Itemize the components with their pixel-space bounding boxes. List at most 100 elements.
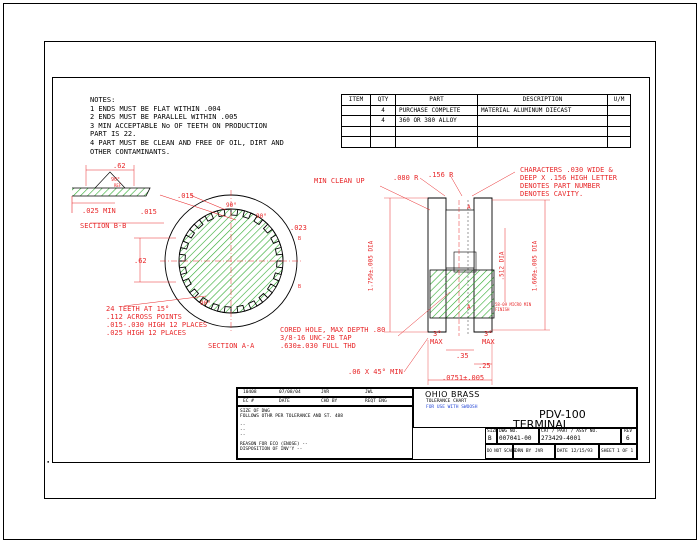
page-border bbox=[3, 3, 697, 540]
note-line: 3 MIN ACCEPTABLE No OF TEETH ON PRODUCTI… bbox=[90, 121, 268, 130]
marker-b-bottom: B bbox=[298, 284, 302, 290]
eco-notes-box bbox=[237, 406, 413, 459]
dia-1660: 1.660±.005 DIA bbox=[531, 240, 539, 292]
drn-label: DRN BY bbox=[515, 449, 532, 454]
max-left-angle: 3° bbox=[433, 330, 442, 338]
characters-note-line: CHARACTERS .030 WIDE & bbox=[520, 166, 613, 174]
dwg-no-value: 007041-00 bbox=[499, 435, 532, 442]
bill-of-materials-table: ITEM QTY PART DESCRIPTION U/M 4 PURCHASE… bbox=[341, 94, 631, 148]
dim-62-large: .62 bbox=[134, 257, 147, 265]
note-line: 2 ENDS MUST BE PARALLEL WITHIN .005 bbox=[90, 113, 238, 122]
dim-35: .35 bbox=[456, 352, 469, 360]
part-name-1: PDV-100 bbox=[539, 408, 586, 421]
ref-label: REF bbox=[114, 183, 122, 188]
rev-header-row bbox=[237, 397, 413, 406]
rev-cell bbox=[621, 428, 637, 444]
drn-cell bbox=[513, 444, 555, 459]
angle-90-small: 90° bbox=[111, 177, 121, 183]
teeth-note-line: .025 HIGH 12 PLACES bbox=[106, 329, 187, 337]
cat-value: 273429-4001 bbox=[541, 435, 581, 442]
notes-title: NOTES: bbox=[90, 96, 116, 104]
rev-header-eng: REQT ENG bbox=[365, 399, 387, 404]
note-line: 4 PART MUST BE CLEAN AND FREE OF OIL, DI… bbox=[90, 138, 284, 147]
angle-90-right: 90° bbox=[256, 213, 267, 220]
marker-a-top: A bbox=[467, 204, 471, 211]
cat-cell bbox=[539, 428, 621, 444]
angle-90-top: 90° bbox=[226, 202, 237, 209]
notes-block: NOTES: 1 ENDS MUST BE FLAT WITHIN .004 2… bbox=[90, 96, 284, 156]
finish-note: 58-09 MICRO MIN FINISH bbox=[495, 302, 532, 312]
dim-156r: .156 R bbox=[428, 171, 454, 179]
table-row bbox=[341, 125, 631, 137]
eco-notes: SIZE OF DWG FOLLOWS OTHR PER TOLERANCE A… bbox=[240, 409, 343, 452]
rev-header-chd: CHD BY bbox=[321, 399, 338, 404]
dim-25: .25 bbox=[478, 362, 491, 370]
blue-note: FOR USE WITH SWOOSH bbox=[426, 405, 478, 410]
rev-value: 6 bbox=[626, 435, 630, 442]
date-label: DATE bbox=[557, 449, 568, 454]
marker-b-top: B bbox=[298, 236, 302, 242]
chamfer-note: .06 X 45° MIN bbox=[348, 368, 403, 376]
teeth-note-line: 24 TEETH AT 15° bbox=[106, 305, 170, 313]
cored-hole-line: .630±.030 FULL THD bbox=[280, 342, 356, 350]
dim-0751: .0751±.005 bbox=[442, 374, 485, 382]
rev-row bbox=[237, 388, 413, 397]
characters-note-line: DENOTES CAVITY. bbox=[520, 190, 584, 198]
size-value: B bbox=[488, 435, 492, 442]
date-cell bbox=[555, 444, 599, 459]
part-name-2: TERMINAL bbox=[513, 418, 569, 431]
section-a-gear bbox=[90, 190, 302, 332]
min-clean-up: MIN CLEAN UP bbox=[314, 177, 365, 185]
drawing-area-border bbox=[52, 77, 650, 463]
side-view-terminal bbox=[379, 171, 550, 385]
dim-025-min: .025 MIN bbox=[82, 207, 116, 215]
teeth-note-line: .112 ACROSS POINTS bbox=[106, 313, 182, 321]
rev-eng: JWL bbox=[365, 390, 374, 395]
size-cell bbox=[485, 428, 497, 444]
sheet-cell bbox=[599, 444, 637, 459]
eco-line: DISPOSITION OF INV'Y -- bbox=[240, 447, 303, 452]
corner-mark: ▪ bbox=[47, 459, 50, 464]
table-row bbox=[341, 136, 631, 148]
rev-date: 07/08/04 bbox=[279, 390, 301, 395]
characters-note-line: DEEP X .156 HIGH LETTER bbox=[520, 174, 617, 182]
dim-015-top: .015 bbox=[177, 192, 194, 200]
note-line: OTHER CONTAMINANTS. bbox=[90, 147, 171, 156]
dia-1750: 1.750±.005 DIA bbox=[367, 240, 375, 292]
size-label: SIZE bbox=[487, 429, 498, 434]
cat-label: CAT / PART / ASSY NO. bbox=[541, 429, 598, 434]
eco-line: -- bbox=[240, 423, 246, 428]
rev-header-date: DATE bbox=[279, 399, 290, 404]
dim-015-left: .015 bbox=[140, 208, 157, 216]
bom-cell bbox=[607, 125, 631, 137]
eco-line: SIZE OF DWG bbox=[240, 409, 270, 414]
title-block: 10408 07/08/04 JVR JWL EC # DATE CHD BY … bbox=[236, 387, 638, 460]
no-scale-cell bbox=[485, 444, 513, 459]
eco-line: REASON FOR ECO (ENOSE) -- bbox=[240, 442, 308, 447]
section-b-label: SECTION B-B bbox=[80, 222, 127, 230]
characters-note: CHARACTERS .030 WIDE & DEEP X .156 HIGH … bbox=[520, 166, 617, 198]
max-right-label: MAX bbox=[482, 338, 495, 346]
note-line: PART IS 22. bbox=[90, 130, 137, 139]
dwg-no-label: DWG NO. bbox=[499, 429, 518, 434]
note-line: 1 ENDS MUST BE FLAT WITHIN .004 bbox=[90, 104, 221, 113]
eco-line: -- bbox=[240, 428, 246, 433]
teeth-notes: 24 TEETH AT 15° .112 ACROSS POINTS .015-… bbox=[106, 305, 207, 337]
section-a-label: SECTION A-A bbox=[208, 342, 255, 350]
tolerance-chart: TOLERANCE CHART bbox=[426, 399, 467, 404]
drn-value: JVR bbox=[535, 449, 544, 454]
no-scale-label: DO NOT SCALE bbox=[487, 448, 516, 453]
bom-cell bbox=[607, 136, 631, 148]
section-b-profile bbox=[71, 165, 151, 213]
max-left-label: MAX bbox=[430, 338, 443, 346]
dia-512: .512 DIA bbox=[498, 251, 506, 281]
drawing-sheet-border bbox=[44, 41, 656, 499]
teeth-note-line: .015-.030 HIGH 12 PLACES bbox=[106, 321, 208, 329]
rev-header-ec: EC # bbox=[243, 399, 254, 404]
sheet-value: 1 OF 1 bbox=[617, 449, 634, 454]
company-name: OHIO BRASS bbox=[425, 390, 480, 399]
cored-hole-line: CORED HOLE, MAX DEPTH .80 bbox=[280, 326, 386, 334]
characters-note-line: DENOTES PART NUMBER bbox=[520, 182, 601, 190]
dim-023: .023 bbox=[290, 224, 307, 232]
